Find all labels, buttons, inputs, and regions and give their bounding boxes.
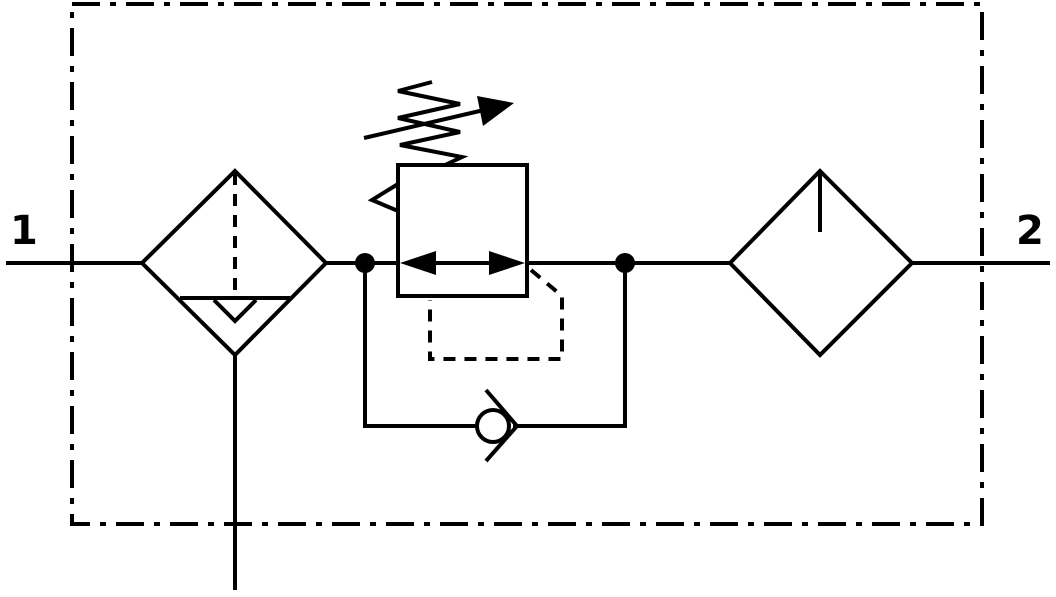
bypass-line: [363, 263, 627, 428]
filter-with-water-separator-icon: [139, 168, 329, 590]
check-valve-icon: [475, 388, 519, 463]
outlet-port-label: 2: [1016, 208, 1044, 254]
inlet-port-label: 1: [10, 208, 38, 254]
lubricator-icon: [727, 168, 915, 358]
adjustable-spring-icon: [363, 80, 514, 167]
pressure-regulator-icon: [367, 163, 564, 361]
